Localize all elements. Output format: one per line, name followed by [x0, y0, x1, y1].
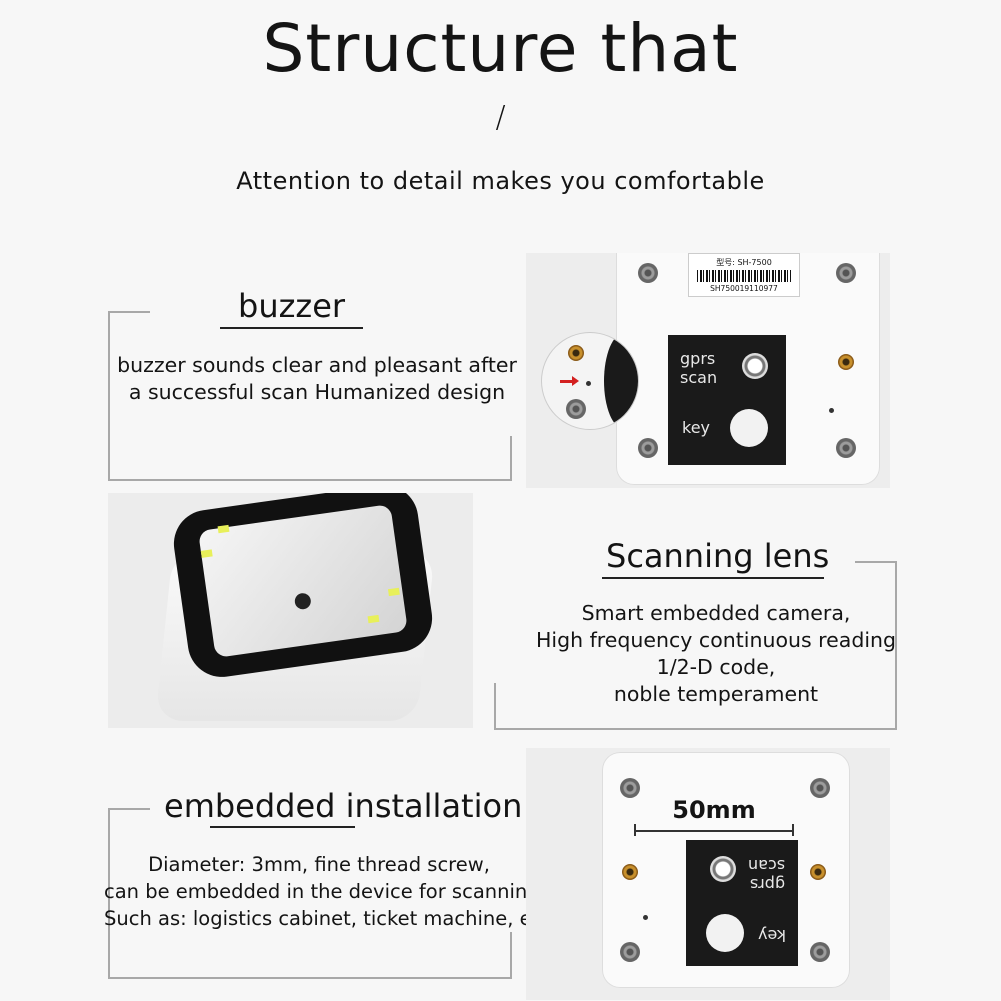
scanner-back-dimension-photo: 50mm gprs scan key: [526, 748, 890, 1000]
lens-description-line: noble temperament: [613, 682, 819, 706]
lens-frame-top: [855, 561, 897, 563]
screw-icon: [620, 942, 640, 962]
screw-icon: [836, 438, 856, 458]
screw-icon: [566, 399, 586, 419]
serial-text: SH750019110977: [710, 284, 778, 293]
page-title: Structure that: [262, 10, 739, 87]
buzzer-hole-icon: [586, 381, 591, 386]
screw-icon: [810, 778, 830, 798]
panel-label-key: key: [758, 926, 787, 945]
screw-icon: [836, 263, 856, 283]
buzzer-title-underline: [220, 327, 363, 329]
screw-icon: [638, 438, 658, 458]
indicator-lens-icon: [742, 353, 768, 379]
lens-description-line: Smart embedded camera,: [581, 601, 851, 625]
screw-icon: [620, 778, 640, 798]
control-panel: gprs scan key: [668, 335, 786, 465]
dimension-tick-left: [634, 824, 636, 836]
install-description: Diameter: 3mm, fine thread screw, can be…: [104, 851, 550, 932]
install-title-underline: [210, 826, 355, 828]
key-button-icon: [730, 409, 768, 447]
indicator-lens-icon: [710, 856, 736, 882]
control-panel: gprs scan key: [686, 840, 798, 966]
barcode-icon: [697, 270, 791, 282]
buzzer-frame-bottom: [108, 479, 512, 481]
brass-insert-icon: [622, 864, 638, 880]
brass-insert-icon: [810, 864, 826, 880]
lens-description-line: High frequency continuous reading: [535, 628, 897, 652]
install-description-line: can be embedded in the device for scanni…: [104, 880, 546, 903]
buzzer-description: buzzer sounds clear and pleasant after a…: [110, 352, 524, 406]
key-button-icon: [706, 914, 744, 952]
install-description-line: Diameter: 3mm, fine thread screw,: [148, 853, 490, 876]
dimension-line: [634, 830, 794, 832]
screw-icon: [638, 263, 658, 283]
lens-frame-left: [494, 683, 496, 730]
scanner-front-photo: [108, 493, 473, 728]
lens-description: Smart embedded camera, High frequency co…: [500, 600, 932, 708]
install-title: embedded installation: [164, 787, 523, 825]
panel-label-key: key: [682, 418, 711, 437]
lens-frame-bottom: [494, 728, 897, 730]
magnified-inset: [542, 333, 638, 429]
buzzer-title: buzzer: [238, 287, 346, 325]
buzzer-frame-top: [108, 311, 150, 313]
lens-title: Scanning lens: [606, 537, 830, 575]
install-frame-top: [108, 808, 150, 810]
indicator-arrow-head-icon: [572, 376, 579, 386]
screw-icon: [810, 942, 830, 962]
install-frame-left: [108, 808, 110, 979]
inset-panel-edge: [604, 333, 638, 429]
buzzer-hole-icon: [829, 408, 834, 413]
page-subtitle: Attention to detail makes you comfortabl…: [236, 167, 765, 195]
model-label-text: 型号: SH-7500: [716, 258, 772, 267]
dimension-label: 50mm: [672, 796, 756, 824]
brass-insert-icon: [568, 345, 584, 361]
buzzer-hole-icon: [643, 915, 648, 920]
buzzer-description-line: a successful scan Humanized design: [128, 380, 506, 404]
buzzer-frame-left: [108, 311, 110, 481]
install-frame-right: [510, 932, 512, 979]
scanner-back-photo: 型号: SH-7500 SH750019110977 gprs scan key: [526, 253, 890, 488]
lens-title-underline: [602, 577, 824, 579]
model-label-sticker: 型号: SH-7500 SH750019110977: [688, 253, 800, 297]
buzzer-description-line: buzzer sounds clear and pleasant after: [117, 353, 517, 377]
install-frame-bottom: [108, 977, 512, 979]
panel-label-gprs-scan: gprs scan: [748, 856, 786, 894]
led-icon: [200, 549, 213, 558]
lens-description-line: 1/2-D code,: [656, 655, 776, 679]
dimension-tick-right: [792, 824, 794, 836]
install-description-line: Such as: logistics cabinet, ticket machi…: [104, 907, 550, 930]
scanner-window: [198, 504, 408, 658]
brass-insert-icon: [838, 354, 854, 370]
indicator-arrow-icon: [560, 380, 574, 383]
buzzer-frame-right: [510, 436, 512, 481]
lens-frame-right: [895, 561, 897, 730]
panel-label-gprs-scan: gprs scan: [680, 349, 718, 387]
title-separator: /: [495, 100, 506, 135]
